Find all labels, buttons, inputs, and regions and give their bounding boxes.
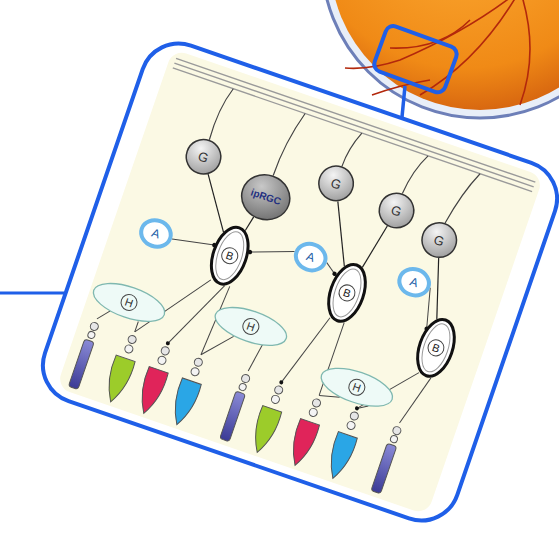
blue-cone — [323, 409, 365, 482]
cell-nucleus — [426, 338, 446, 358]
retina-disc — [330, 0, 559, 110]
rod — [371, 425, 403, 493]
synapse-dots — [165, 227, 436, 424]
cell-nucleus — [241, 316, 261, 336]
cell-body — [236, 168, 296, 226]
cell-body — [89, 276, 170, 329]
rod — [68, 321, 100, 389]
photoreceptors — [68, 321, 403, 495]
cell-body — [322, 260, 372, 327]
cell-membrane — [328, 265, 367, 320]
rod — [220, 373, 252, 441]
blood-vessels — [345, 0, 530, 105]
cell-body — [375, 189, 419, 233]
synapse-line — [245, 216, 253, 232]
red-cone — [134, 344, 176, 417]
cell-body — [211, 300, 292, 353]
cell-body — [292, 240, 329, 274]
panel-background — [56, 49, 543, 515]
blue-cone — [167, 355, 209, 428]
cell-body — [138, 216, 175, 250]
cell-nucleus — [337, 283, 357, 303]
synapse-line — [362, 223, 387, 271]
zoom-leader — [402, 86, 405, 117]
leader-line — [0, 292, 64, 295]
cell-nucleus — [347, 377, 367, 397]
synapse-line — [192, 174, 240, 232]
cell-body — [182, 135, 226, 179]
axons — [205, 87, 480, 239]
green-cone — [101, 332, 143, 405]
cell-body — [396, 265, 433, 299]
cell-body — [317, 361, 398, 414]
cell-membrane — [416, 320, 455, 375]
cell-body — [411, 315, 461, 382]
nerve-fiber-layer — [173, 58, 536, 191]
cell-nucleus — [220, 246, 240, 266]
cell-membrane — [210, 228, 249, 283]
cell-body — [417, 218, 461, 262]
zoom-box — [372, 24, 459, 95]
green-cone — [247, 383, 289, 456]
cell-body — [314, 161, 358, 205]
cell-body — [205, 222, 255, 289]
red-cone — [285, 396, 327, 469]
cell-nucleus — [119, 292, 139, 312]
